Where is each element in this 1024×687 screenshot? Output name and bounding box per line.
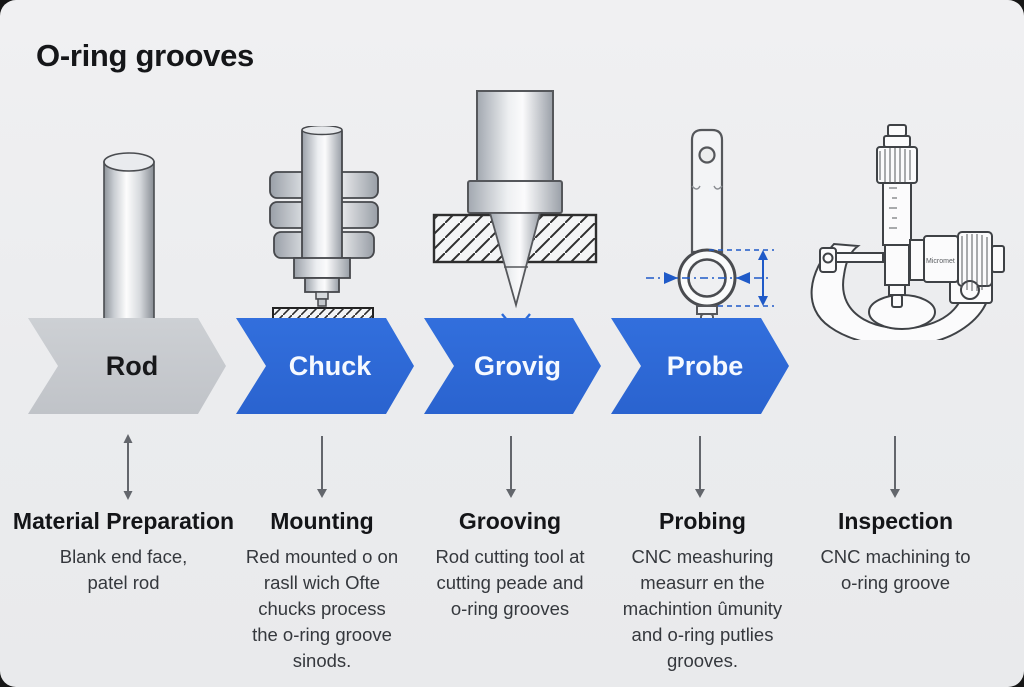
probe-icon	[646, 128, 774, 335]
stage-heading: Material Preparation	[12, 508, 235, 534]
connector-arrows	[123, 434, 900, 500]
stage-mounting: Mounting Red mounted o on rasll wich Oft…	[242, 508, 402, 674]
stage-material-preparation: Material Preparation Blank end face, pat…	[6, 508, 241, 596]
chevron-probe: Probe	[611, 318, 789, 414]
stage-heading: Inspection	[837, 508, 953, 534]
chevron-rod: Rod	[28, 318, 226, 414]
grooving-tool-icon	[432, 90, 598, 333]
stage-grooving: Grooving Rod cutting tool at cutting pea…	[415, 508, 605, 622]
stage-description: Red mounted o on rasll wich Ofte chucks …	[245, 546, 399, 671]
stage-heading: Grooving	[458, 508, 562, 534]
stage-inspection: Inspection CNC machining to o-ring groov…	[793, 508, 998, 596]
stage-description: Rod cutting tool at cutting peade and o-…	[435, 546, 585, 619]
chevron-chuck: Chuck	[236, 318, 414, 414]
stage-description: CNC meashuring measurr en the machintion…	[622, 546, 783, 671]
chevron-rod-label: Rod	[105, 350, 159, 381]
stage-description: CNC machining to o-ring groove	[820, 546, 971, 593]
micrometer-icon: Micromet	[810, 124, 1005, 340]
page-title: O-ring grooves	[36, 38, 254, 73]
stage-heading: Mounting	[270, 508, 374, 534]
chevron-chuck-label: Chuck	[288, 350, 372, 381]
chevron-probe-label: Probe	[666, 350, 744, 381]
micrometer-brand-text: Micromet	[926, 258, 955, 265]
chevron-grooving-label: Grovig	[473, 350, 561, 381]
chuck-icon	[269, 126, 379, 328]
stage-probing: Probing CNC meashuring measurr en the ma…	[605, 508, 800, 674]
chevron-grooving: Grovig	[424, 318, 601, 414]
stage-heading: Probing	[659, 508, 746, 534]
stage-description: Blank end face, patel rod	[59, 546, 188, 593]
dimension-lines	[646, 249, 774, 307]
